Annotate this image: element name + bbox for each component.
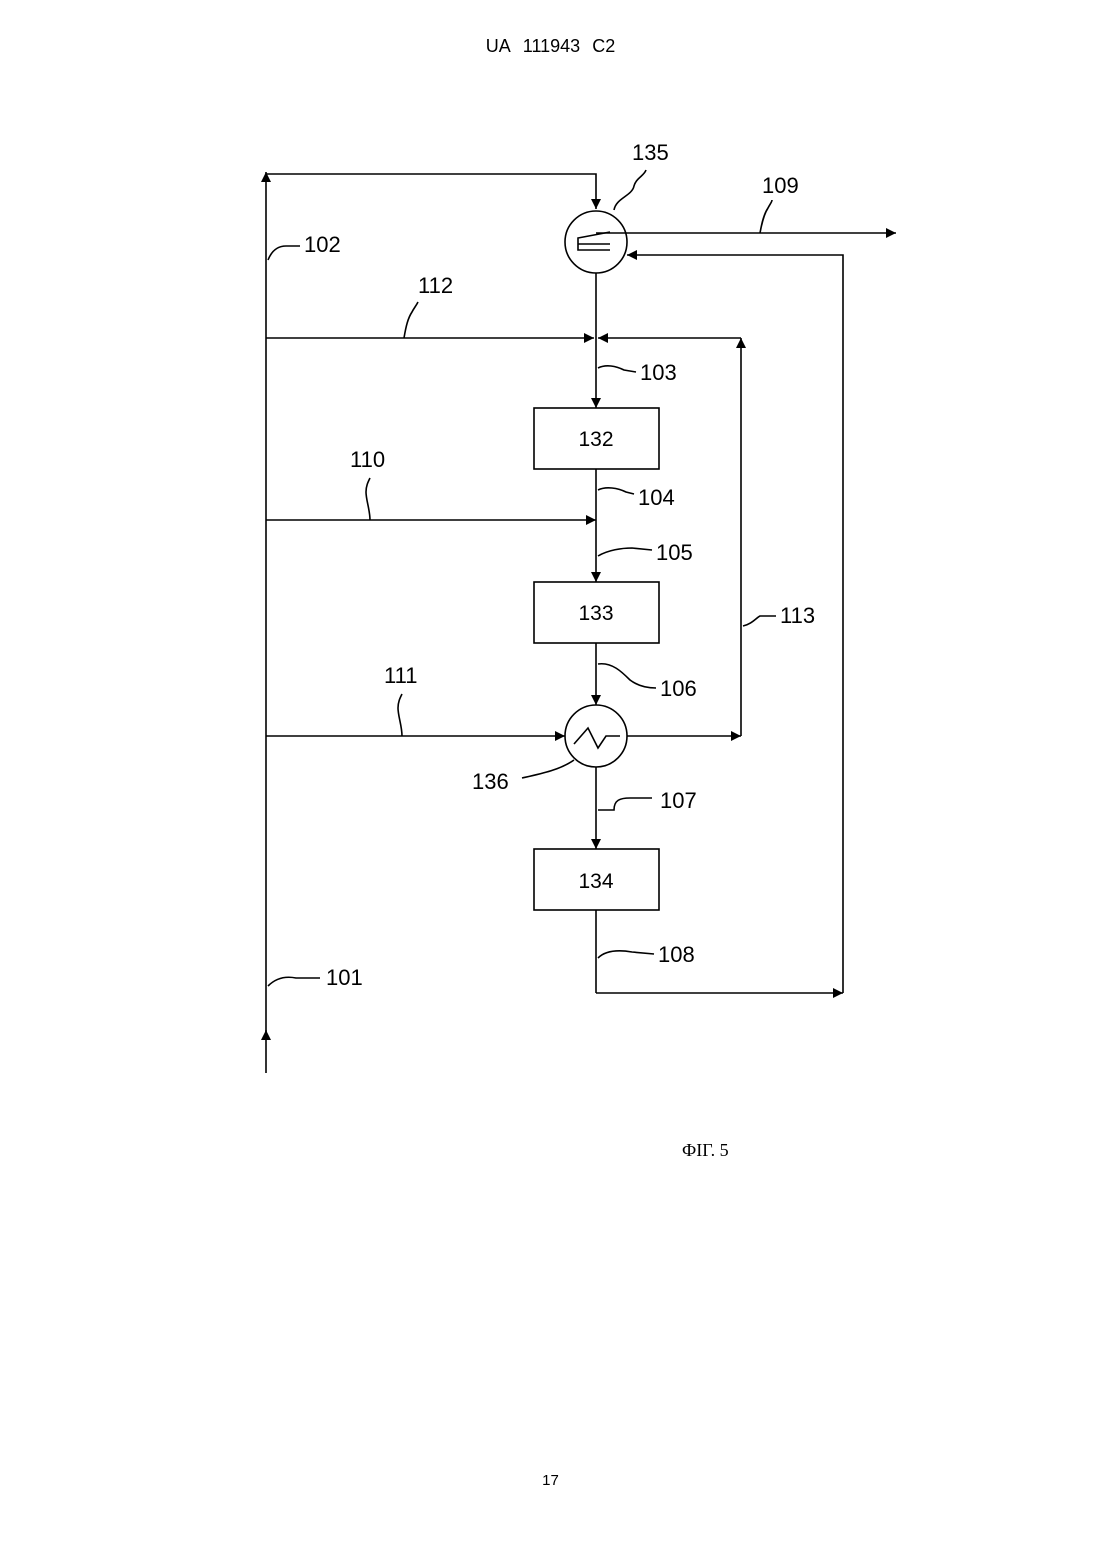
leader-104 [598,488,634,494]
label-135: 135 [632,140,669,165]
leader-113 [743,616,776,626]
label-108: 108 [658,942,695,967]
leader-136 [522,760,574,778]
leader-108 [598,951,654,958]
page-number: 17 [0,1472,1101,1489]
label-110: 110 [350,447,385,472]
label-136: 136 [472,769,509,794]
unit-134-label: 134 [578,870,613,893]
line-to-exchanger-135 [266,174,596,209]
leader-107 [598,798,652,810]
heat-exchanger-135 [565,211,627,273]
leader-101 [268,977,320,986]
label-107: 107 [660,788,697,813]
leader-111 [398,694,402,736]
figure-caption: ФІГ. 5 [682,1140,729,1161]
leader-103 [598,366,636,372]
label-112: 112 [418,273,453,298]
label-102: 102 [304,232,341,257]
leader-109 [760,200,772,233]
heat-exchanger-136 [565,705,627,767]
label-103: 103 [640,360,677,385]
leader-135 [614,170,646,210]
leader-110 [366,478,370,520]
label-113: 113 [780,603,815,628]
unit-133-label: 133 [578,602,613,625]
unit-132-label: 132 [578,428,613,451]
label-101: 101 [326,965,363,990]
label-105: 105 [656,540,693,565]
label-106: 106 [660,676,697,701]
label-111: 111 [384,663,417,688]
label-104: 104 [638,485,675,510]
label-109: 109 [762,173,799,198]
leader-102 [268,246,300,260]
leader-112 [404,302,418,338]
leader-105 [598,548,652,556]
leader-106 [598,664,656,688]
